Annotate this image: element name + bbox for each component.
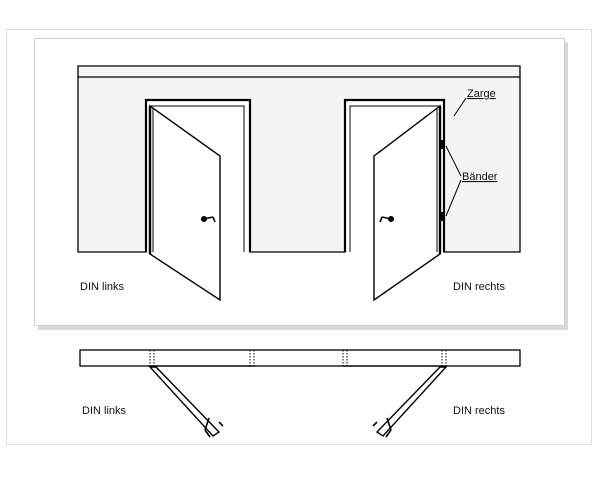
plan-right-door-leaf	[375, 366, 448, 437]
plan-left-door-leaf	[148, 366, 221, 437]
frame-label: Zarge	[467, 88, 496, 100]
din-right-plan-label: DIN rechts	[453, 405, 505, 417]
hinge-leader-line-top	[445, 145, 462, 177]
din-left-elevation-label: DIN links	[80, 281, 125, 293]
plan-right-handle-icon	[372, 417, 392, 438]
plan-right-opening	[342, 350, 447, 366]
elevation-view	[77, 65, 521, 302]
din-right-elevation-label: DIN rechts	[453, 281, 505, 293]
left-door-handle-icon	[201, 216, 216, 223]
left-door-frame	[144, 98, 252, 252]
right-door-frame	[343, 98, 446, 252]
right-door-handle-icon	[379, 216, 394, 223]
plan-left-handle-icon	[204, 417, 224, 438]
hinge-top-icon	[441, 140, 445, 149]
plan-left-opening	[149, 350, 255, 366]
hinge-bottom-icon	[441, 212, 445, 221]
din-left-plan-label: DIN links	[82, 405, 127, 417]
hinge-leader-line-bottom	[445, 179, 462, 217]
frame-leader-line	[453, 97, 467, 117]
plan-wall	[79, 349, 521, 367]
hinges-label: Bänder	[462, 171, 498, 183]
plan-view	[79, 349, 521, 438]
wall-outline	[77, 65, 521, 253]
